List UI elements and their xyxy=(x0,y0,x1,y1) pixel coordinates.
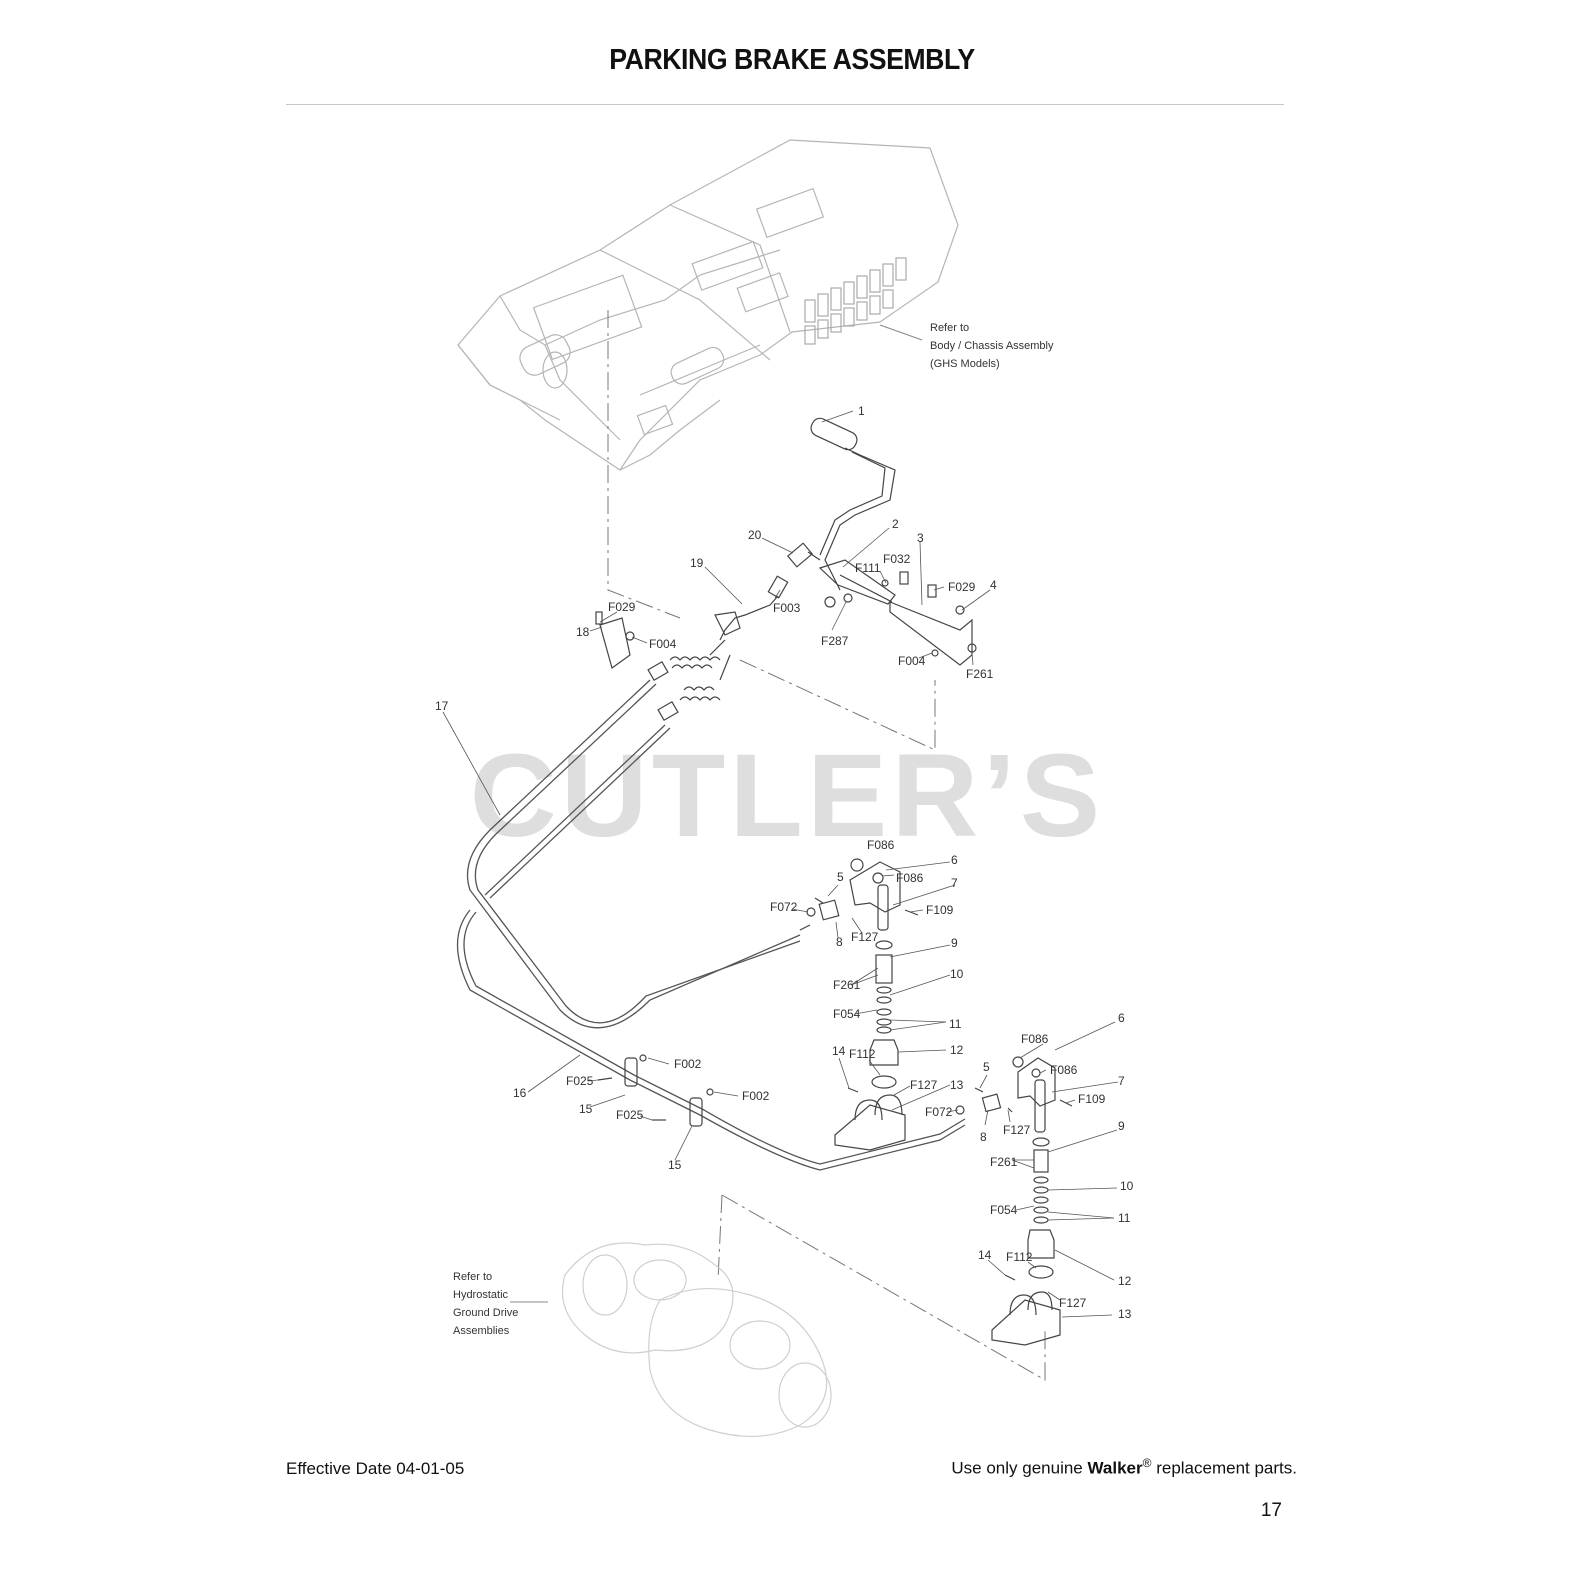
callout-16: 16 xyxy=(513,1086,527,1100)
hydro-ref-line4: Assemblies xyxy=(453,1325,510,1337)
callout-f002-b: F002 xyxy=(742,1089,770,1103)
callout-18: 18 xyxy=(576,625,590,639)
linkage-drawing xyxy=(595,542,836,722)
callout-11-lower: 11 xyxy=(1118,1211,1131,1225)
callout-f086-b: F086 xyxy=(896,871,924,885)
hydro-ref-line1: Refer to xyxy=(453,1271,492,1283)
body-ref-line3: (GHS Models) xyxy=(930,358,1000,370)
genuine-suffix: replacement parts. xyxy=(1156,1458,1297,1478)
callout-f086-a: F086 xyxy=(867,838,895,852)
chassis-body-drawing xyxy=(457,139,959,471)
callout-9-lower: 9 xyxy=(1118,1119,1125,1133)
hydro-ref-line3: Ground Drive xyxy=(453,1307,518,1319)
callout-f287: F287 xyxy=(821,634,849,648)
upper-brake-assembly-drawing xyxy=(799,858,919,1151)
callout-f086-d: F086 xyxy=(1050,1063,1078,1077)
callout-14-upper: 14 xyxy=(832,1044,846,1058)
callout-f025-a: F025 xyxy=(566,1074,594,1088)
cable-clamps-drawing xyxy=(597,1054,714,1127)
body-ref-leader xyxy=(879,324,923,341)
callout-f025-b: F025 xyxy=(616,1108,644,1122)
page-number: 17 xyxy=(1260,1500,1282,1521)
callout-20: 20 xyxy=(748,528,762,542)
callout-17: 17 xyxy=(435,699,449,713)
callout-f003: F003 xyxy=(773,601,801,615)
callout-f086-c: F086 xyxy=(1021,1032,1049,1046)
callout-f109-upper: F109 xyxy=(926,903,954,917)
callout-f127-c: F127 xyxy=(1003,1123,1031,1137)
callout-f112-lower: F112 xyxy=(1006,1250,1033,1264)
callout-f054-lower: F054 xyxy=(990,1203,1018,1217)
callout-f054-upper: F054 xyxy=(833,1007,861,1021)
callout-14-lower: 14 xyxy=(978,1248,992,1262)
callout-f127-a: F127 xyxy=(851,930,879,944)
body-ref-line2: Body / Chassis Assembly xyxy=(930,340,1054,352)
callout-f032: F032 xyxy=(883,552,911,566)
hydro-ref-line2: Hydrostatic xyxy=(453,1289,509,1301)
callout-f261-b: F261 xyxy=(833,978,861,992)
callout-f002-a: F002 xyxy=(674,1057,702,1071)
callout-3: 3 xyxy=(917,531,924,545)
callout-8-lower: 8 xyxy=(980,1130,987,1144)
callout-9-upper: 9 xyxy=(951,936,958,950)
callout-f112-upper: F112 xyxy=(849,1047,876,1061)
body-ref-line1: Refer to xyxy=(930,322,969,334)
callout-7-upper: 7 xyxy=(951,876,958,890)
callout-13-upper: 13 xyxy=(950,1078,964,1092)
callout-12-lower: 12 xyxy=(1118,1274,1132,1288)
callout-labels: 1 2 3 4 20 19 F032 F111 F029 F003 F287 F… xyxy=(435,404,1134,1321)
callout-leaders xyxy=(442,410,1119,1318)
page-title: PARKING BRAKE ASSEMBLY xyxy=(609,44,975,76)
hydrostatic-drive-drawing xyxy=(561,1242,832,1437)
callout-15-a: 15 xyxy=(579,1102,593,1116)
callout-12-upper: 12 xyxy=(950,1043,964,1057)
callout-15-b: 15 xyxy=(668,1158,682,1172)
callout-f004-right: F004 xyxy=(898,654,926,668)
title-rule xyxy=(286,104,1284,105)
callout-8-upper: 8 xyxy=(836,935,843,949)
callout-2: 2 xyxy=(892,517,899,531)
brand-name: Walker xyxy=(1087,1458,1143,1478)
callout-f109-lower: F109 xyxy=(1078,1092,1106,1106)
callout-f004-left: F004 xyxy=(649,637,677,651)
genuine-parts-note: Use only genuine Walker® replacement par… xyxy=(951,1456,1297,1479)
registered-mark: ® xyxy=(1142,1456,1152,1470)
callout-5-upper: 5 xyxy=(837,870,844,884)
callout-19: 19 xyxy=(690,556,704,570)
callout-7-lower: 7 xyxy=(1118,1074,1125,1088)
callout-6-lower: 6 xyxy=(1118,1011,1125,1025)
effective-date: Effective Date 04-01-05 xyxy=(286,1459,465,1478)
callout-10-lower: 10 xyxy=(1120,1179,1134,1193)
callout-f127-d: F127 xyxy=(1059,1296,1087,1310)
brake-cables xyxy=(456,679,966,1171)
callout-f072-upper: F072 xyxy=(770,900,798,914)
callout-5-lower: 5 xyxy=(983,1060,990,1074)
callout-f261-upper: F261 xyxy=(966,667,994,681)
alignment-lines xyxy=(607,310,1046,1381)
callout-f261-c: F261 xyxy=(990,1155,1018,1169)
callout-11-upper: 11 xyxy=(949,1017,962,1031)
callout-f029-upper: F029 xyxy=(948,580,976,594)
callout-f029-left: F029 xyxy=(608,600,636,614)
callout-6-upper: 6 xyxy=(951,853,958,867)
callout-f072-lower: F072 xyxy=(925,1105,953,1119)
callout-f127-b: F127 xyxy=(910,1078,938,1092)
callout-13-lower: 13 xyxy=(1118,1307,1132,1321)
callout-10-upper: 10 xyxy=(950,967,964,981)
genuine-prefix: Use only genuine xyxy=(951,1458,1083,1478)
callout-1: 1 xyxy=(858,404,865,418)
callout-f111: F111 xyxy=(855,561,881,575)
callout-4: 4 xyxy=(990,578,997,592)
lower-brake-assembly-drawing xyxy=(955,1056,1073,1346)
